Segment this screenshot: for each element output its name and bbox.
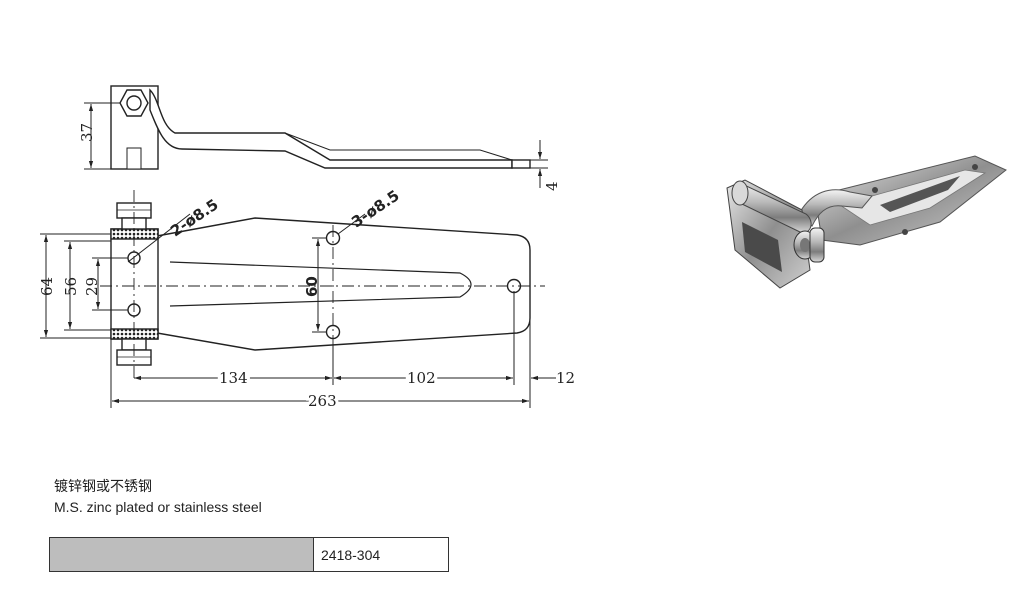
product-code: 2418-304 bbox=[321, 546, 381, 563]
product-photo bbox=[726, 155, 1007, 289]
dim-37: 37 bbox=[78, 123, 96, 142]
label-plate-holes: 3-ø8.5 bbox=[348, 186, 402, 231]
top-view-dimensions bbox=[40, 213, 556, 408]
dim-60: 60 bbox=[303, 276, 321, 297]
side-view bbox=[110, 85, 531, 170]
dim-29: 29 bbox=[83, 277, 101, 296]
dim-263: 263 bbox=[308, 392, 337, 410]
dim-102: 102 bbox=[407, 369, 436, 387]
dim-4: 4 bbox=[543, 181, 561, 191]
dim-64: 64 bbox=[38, 277, 56, 296]
code-color-swatch bbox=[50, 538, 314, 571]
side-view-dimensions bbox=[84, 102, 548, 188]
code-table: 2418-304 bbox=[49, 537, 449, 572]
centre-lines bbox=[100, 190, 545, 378]
material-en: M.S. zinc plated or stainless steel bbox=[54, 499, 262, 515]
material-cn: 镀锌钢或不锈钢 bbox=[54, 479, 152, 495]
top-view bbox=[110, 202, 531, 366]
dim-56: 56 bbox=[62, 277, 80, 296]
dim-12: 12 bbox=[556, 369, 575, 387]
dim-134: 134 bbox=[219, 369, 248, 387]
